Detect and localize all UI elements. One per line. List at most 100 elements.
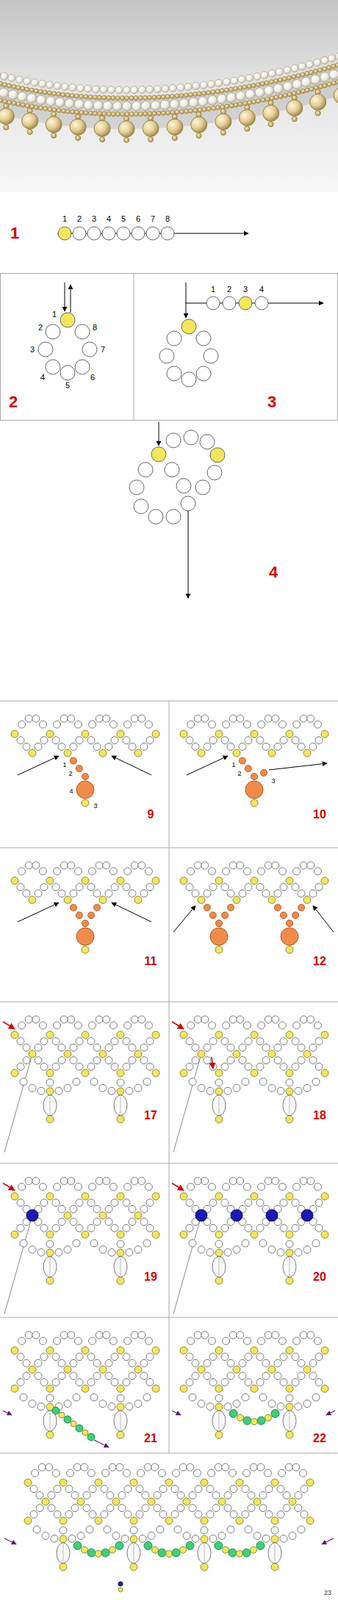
bead xyxy=(63,1086,72,1094)
bead xyxy=(58,1360,66,1369)
step-number: 20 xyxy=(313,1272,327,1285)
bead xyxy=(237,1415,244,1423)
bead xyxy=(229,1178,237,1186)
bead xyxy=(146,1354,154,1363)
bead xyxy=(74,1184,82,1192)
bead xyxy=(130,1480,138,1488)
bead xyxy=(293,1184,301,1192)
bead xyxy=(124,868,132,876)
bead xyxy=(215,1404,223,1413)
bead xyxy=(100,1512,109,1520)
bead xyxy=(185,1200,194,1208)
bead xyxy=(130,1565,138,1573)
bead xyxy=(274,1044,282,1053)
bead xyxy=(291,737,300,746)
bead xyxy=(268,1086,276,1094)
thread-arrow xyxy=(188,511,189,599)
bead xyxy=(307,1332,315,1341)
bead xyxy=(47,91,53,96)
bead xyxy=(138,1016,146,1025)
bead xyxy=(143,95,148,100)
bead xyxy=(268,750,276,758)
bead xyxy=(236,862,244,870)
bead xyxy=(321,1232,329,1240)
bead xyxy=(291,116,297,122)
bead xyxy=(220,108,226,114)
bead xyxy=(148,115,154,121)
bead xyxy=(77,84,85,92)
bead-number: 4 xyxy=(40,374,45,383)
bead xyxy=(38,721,47,729)
step-number: 18 xyxy=(313,1110,327,1123)
bead xyxy=(66,1471,75,1479)
bead xyxy=(297,1044,305,1053)
bead xyxy=(191,890,200,898)
bead xyxy=(271,1410,280,1419)
bead xyxy=(245,74,253,82)
bead xyxy=(307,715,315,724)
bead xyxy=(235,1480,244,1488)
bead xyxy=(124,137,130,143)
bead xyxy=(56,91,61,97)
bead-hole xyxy=(120,1413,122,1432)
bead xyxy=(115,86,123,95)
bead xyxy=(124,1487,132,1495)
bead xyxy=(201,1332,209,1341)
bead xyxy=(315,1063,323,1072)
bead xyxy=(18,721,26,729)
bead xyxy=(218,1499,226,1508)
bead xyxy=(135,1512,144,1520)
bead xyxy=(88,868,97,876)
bead xyxy=(53,82,61,90)
bead xyxy=(264,1178,272,1186)
bead xyxy=(18,1022,26,1031)
bead xyxy=(179,1465,187,1473)
bead xyxy=(74,324,90,340)
bead xyxy=(45,360,61,375)
bead-number: 2 xyxy=(38,324,43,333)
bead xyxy=(105,1206,113,1214)
bead xyxy=(312,1241,320,1249)
bead-number: 3 xyxy=(243,285,248,294)
bead xyxy=(109,1184,117,1192)
bead-number: 8 xyxy=(92,324,97,333)
bead xyxy=(294,1506,302,1514)
bead xyxy=(46,1070,54,1078)
bead xyxy=(67,1178,75,1186)
bead xyxy=(193,1471,201,1479)
bead xyxy=(30,1512,38,1520)
bead xyxy=(156,94,161,100)
bead xyxy=(118,1583,123,1588)
bead xyxy=(87,1063,95,1072)
bead xyxy=(215,1348,223,1356)
bead xyxy=(256,1225,264,1233)
bead-hole xyxy=(49,1259,51,1278)
bead xyxy=(34,1044,42,1053)
bead xyxy=(67,715,75,724)
bead xyxy=(262,1044,270,1053)
bead xyxy=(102,111,107,117)
bead xyxy=(313,58,322,67)
bead xyxy=(16,1379,25,1388)
bead xyxy=(116,227,131,241)
bead xyxy=(321,56,329,64)
bead xyxy=(241,1512,250,1520)
bead xyxy=(166,119,183,136)
bead xyxy=(18,1184,26,1192)
bead xyxy=(171,1487,179,1495)
bead xyxy=(291,1038,300,1047)
bead xyxy=(250,1548,258,1555)
bead xyxy=(146,85,154,94)
bead xyxy=(36,95,47,106)
bead xyxy=(79,94,84,99)
bead xyxy=(207,1471,216,1479)
bead xyxy=(229,715,237,724)
bead xyxy=(130,1178,139,1186)
panel-divider xyxy=(133,273,135,421)
bead xyxy=(47,1493,56,1501)
bead xyxy=(277,1249,285,1258)
bead xyxy=(264,1332,272,1341)
bead xyxy=(58,890,66,898)
bead xyxy=(88,1487,97,1495)
bead xyxy=(152,731,160,739)
